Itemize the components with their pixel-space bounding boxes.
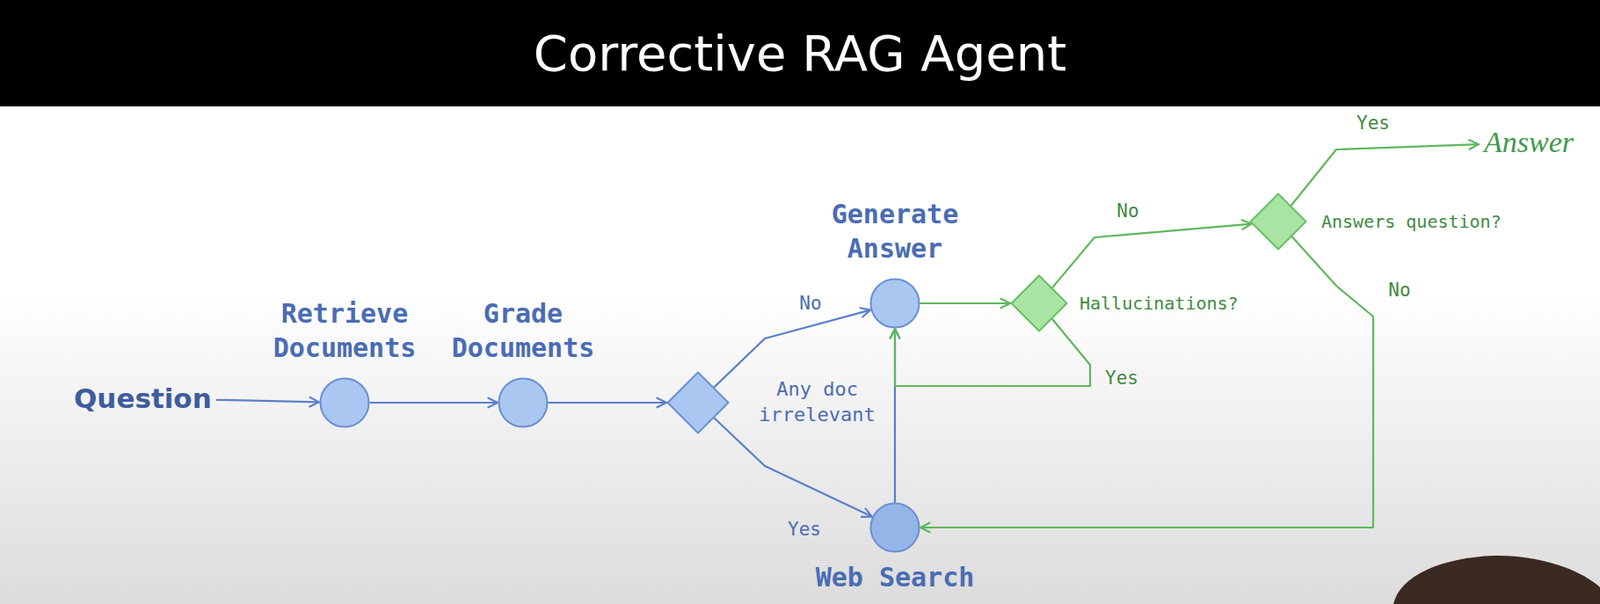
edge-label: No (799, 292, 822, 314)
end-label: Answer (1478, 122, 1579, 163)
edge-label-box: Yes (1105, 367, 1139, 389)
diamond-shape (1250, 194, 1307, 250)
node-label: Web Search (815, 560, 975, 595)
decision-diamond: Any doc irrelevant (666, 370, 730, 435)
edge-label: No (1388, 279, 1411, 301)
node-text: Answers question? (1321, 210, 1502, 233)
edge-label-box: No (1388, 279, 1411, 301)
diamond-shape (1011, 276, 1068, 332)
start-label: Question (68, 378, 218, 418)
process-circle: Grade Documents (497, 377, 549, 429)
flow-arrow (1052, 224, 1252, 289)
diamond-shape (668, 372, 729, 434)
process-circle: Web Search (869, 501, 921, 553)
circle-shape (871, 279, 920, 328)
node-text: Generate Answer (823, 196, 968, 266)
node-label: Answers question? (1321, 210, 1502, 233)
circle-outline (319, 377, 371, 429)
title-bar: Corrective RAG Agent (0, 0, 1600, 107)
node-text: Any doc irrelevant (756, 377, 879, 428)
edge-label-box: No (799, 292, 822, 314)
flow-arrow (1291, 144, 1479, 206)
flow-arrow (920, 236, 1374, 528)
edge-label: No (1116, 200, 1139, 222)
edge-label-box: Yes (787, 518, 822, 540)
edge-label-box: No (1116, 200, 1139, 222)
diamond-outline (1010, 274, 1069, 333)
edge-label: Yes (1356, 112, 1390, 134)
flow-arrow (894, 319, 1091, 386)
process-circle: Retrieve Documents (319, 377, 371, 429)
flow-arrow (548, 401, 667, 404)
node-label: Any doc irrelevant (756, 377, 879, 428)
node-label: Hallucinations? (1079, 291, 1239, 315)
node-text: Web Search (815, 560, 975, 595)
circle-shape (871, 503, 920, 553)
circle-outline (869, 501, 921, 553)
circle-shape (320, 378, 370, 428)
edge-label: Yes (787, 518, 822, 540)
flow-arrow (920, 302, 1011, 305)
node-text: Hallucinations? (1079, 291, 1239, 315)
decision-diamond: Hallucinations? (1010, 274, 1069, 333)
circle-outline (497, 377, 549, 429)
node-text: Answer (1483, 125, 1574, 160)
node-label: Generate Answer (823, 196, 968, 266)
node-text: Retrieve Documents (269, 296, 421, 365)
edge-label-box: Yes (1356, 112, 1390, 134)
flow-arrow (713, 310, 871, 388)
node-text: Grade Documents (447, 296, 599, 365)
circle-shape (499, 378, 548, 428)
node-label: Retrieve Documents (269, 296, 421, 365)
diamond-outline (666, 370, 730, 435)
process-circle: Generate Answer (869, 277, 921, 329)
edge-label: Yes (1105, 367, 1139, 389)
hair-shape (1393, 555, 1600, 604)
flow-arrow (217, 400, 320, 403)
circle-outline (869, 277, 921, 329)
flow-arrow (714, 418, 873, 517)
node-label: Grade Documents (447, 296, 599, 365)
title: Corrective RAG Agent (533, 24, 1067, 82)
diamond-outline (1249, 192, 1308, 251)
decision-diamond: Answers question? (1249, 192, 1308, 251)
flow-arrow (370, 401, 498, 404)
node-text: Question (73, 382, 212, 415)
